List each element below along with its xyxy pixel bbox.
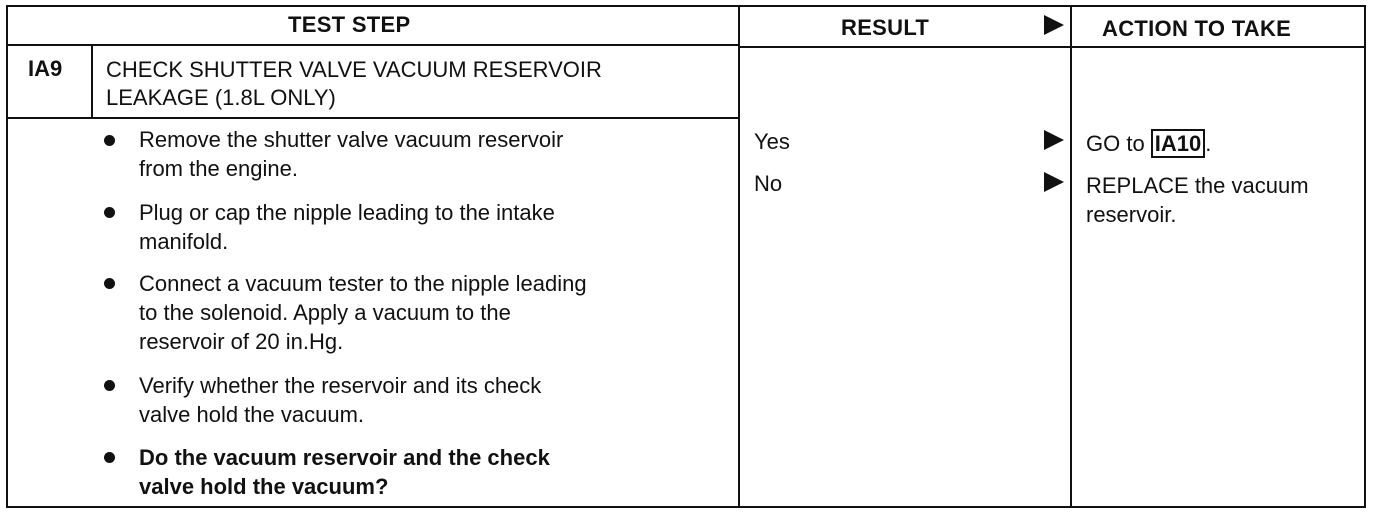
header-divider-right xyxy=(738,46,1366,48)
action-no-line1: REPLACE the vacuum xyxy=(1086,173,1309,198)
header-test-step: TEST STEP xyxy=(288,12,411,37)
bullet-icon xyxy=(104,135,115,146)
result-yes: Yes xyxy=(754,129,790,154)
bullet-1-line2: from the engine. xyxy=(139,156,298,181)
header-arrow-icon xyxy=(1044,15,1064,35)
bullet-2-line2: manifold. xyxy=(139,229,229,254)
step-ref-ia10[interactable]: IA10 xyxy=(1150,129,1206,158)
result-no: No xyxy=(754,171,783,196)
column-divider-result xyxy=(738,5,740,508)
title-divider xyxy=(6,117,738,119)
action-yes: GO to IA10. xyxy=(1086,129,1356,158)
header-result: RESULT xyxy=(841,15,930,40)
step-id-divider xyxy=(91,46,93,118)
bullet-icon xyxy=(104,452,115,463)
bullet-3-line1: Connect a vacuum tester to the nipple le… xyxy=(139,271,587,296)
step-title-line2: LEAKAGE (1.8L ONLY) xyxy=(106,85,336,110)
action-no: REPLACE the vacuum reservoir. xyxy=(1086,171,1356,229)
bullet-icon xyxy=(104,278,115,289)
bullet-4: Verify whether the reservoir and its che… xyxy=(139,371,709,429)
header-divider xyxy=(6,44,738,46)
bullet-1-line1: Remove the shutter valve vacuum reservoi… xyxy=(139,127,564,152)
bullet-5: Do the vacuum reservoir and the check va… xyxy=(139,443,709,501)
result-no-arrow-icon xyxy=(1044,172,1064,192)
bullet-5-line2: valve hold the vacuum? xyxy=(139,474,389,499)
bullet-4-line1: Verify whether the reservoir and its che… xyxy=(139,373,542,398)
action-yes-suffix: . xyxy=(1205,131,1212,156)
bullet-1: Remove the shutter valve vacuum reservoi… xyxy=(139,125,709,183)
result-yes-arrow-icon xyxy=(1044,130,1064,150)
bullet-icon xyxy=(104,380,115,391)
action-yes-prefix: GO to xyxy=(1086,131,1151,156)
bullet-2-line1: Plug or cap the nipple leading to the in… xyxy=(139,200,555,225)
action-no-line2: reservoir. xyxy=(1086,202,1177,227)
bullet-3-line2: to the solenoid. Apply a vacuum to the xyxy=(139,300,511,325)
bullet-3: Connect a vacuum tester to the nipple le… xyxy=(139,269,709,356)
bullet-icon xyxy=(104,207,115,218)
column-divider-action xyxy=(1070,5,1072,508)
bullet-5-line1: Do the vacuum reservoir and the check xyxy=(139,445,550,470)
bullet-3-line3: reservoir of 20 in.Hg. xyxy=(139,329,344,354)
step-id: IA9 xyxy=(28,56,63,81)
header-action: ACTION TO TAKE xyxy=(1102,16,1292,41)
test-table xyxy=(6,5,1366,508)
step-title-line1: CHECK SHUTTER VALVE VACUUM RESERVOIR xyxy=(106,57,602,82)
bullet-2: Plug or cap the nipple leading to the in… xyxy=(139,198,709,256)
bullet-4-line2: valve hold the vacuum. xyxy=(139,402,365,427)
